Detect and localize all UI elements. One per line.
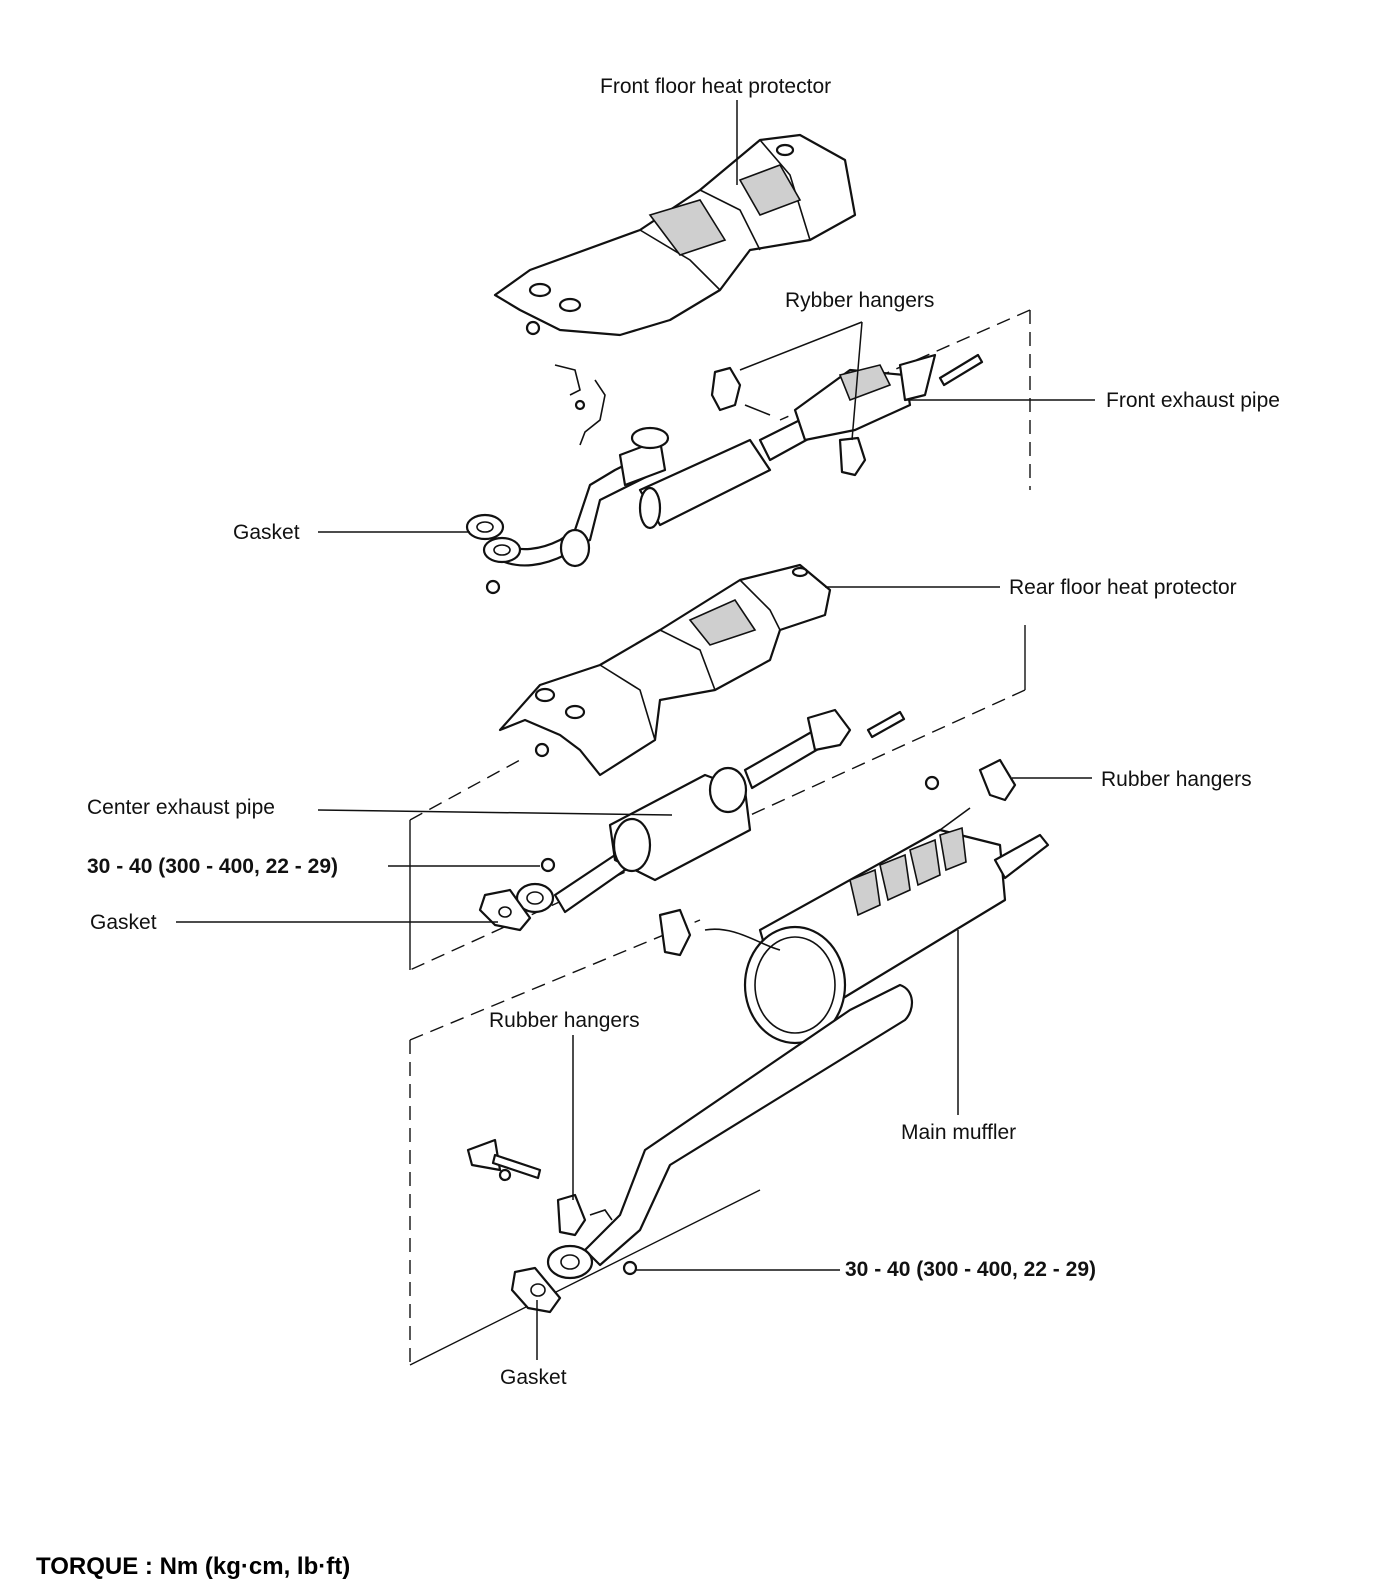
rear-gasket [510,1266,562,1314]
leader-center-exhaust-pipe [317,809,673,816]
center-exhaust-pipe [515,708,852,914]
label-rubber-hangers-lower: Rubber hangers [489,1009,640,1032]
rear-assembly-boundary [409,919,761,1366]
label-rubber-hangers-right: Rubber hangers [1101,768,1252,791]
front-floor-heat-protector [493,133,857,337]
main-muffler [704,807,1050,1045]
leader-rybber-hangers [739,321,863,441]
front-gasket [465,513,522,595]
label-gasket-rear: Gasket [500,1366,567,1389]
rear-rubber-hanger-lower [556,1193,587,1237]
label-front-exhaust-pipe: Front exhaust pipe [1106,389,1280,412]
label-torque-center: 30 - 40 (300 - 400, 22 - 29) [87,855,338,878]
label-torque-rear: 30 - 40 (300 - 400, 22 - 29) [845,1258,1096,1281]
front-exhaust-pipe [498,353,937,568]
rear-bracket [466,1138,542,1182]
rear-tail-pipe [546,983,913,1280]
front-bar [938,353,984,387]
rear-floor-heat-protector [498,563,832,777]
center-gasket [478,888,532,932]
oxygen-sensor-bracket [554,364,606,446]
label-front-floor-heat-protector: Front floor heat protector [600,75,832,98]
leader-lines [176,100,1095,1360]
label-gasket-center: Gasket [90,911,157,934]
torque-units-footnote: TORQUE : Nm (kg·cm, lb·ft) [36,1553,351,1580]
center-bar [866,710,906,739]
rear-rubber-hangers-upper [658,758,1017,957]
front-rubber-hangers [710,366,867,477]
label-center-exhaust-pipe: Center exhaust pipe [87,796,275,819]
label-gasket-front: Gasket [233,521,300,544]
label-rear-floor-heat-protector: Rear floor heat protector [1009,576,1237,599]
label-rybber-hangers: Rybber hangers [785,289,935,312]
label-main-muffler: Main muffler [901,1121,1017,1144]
